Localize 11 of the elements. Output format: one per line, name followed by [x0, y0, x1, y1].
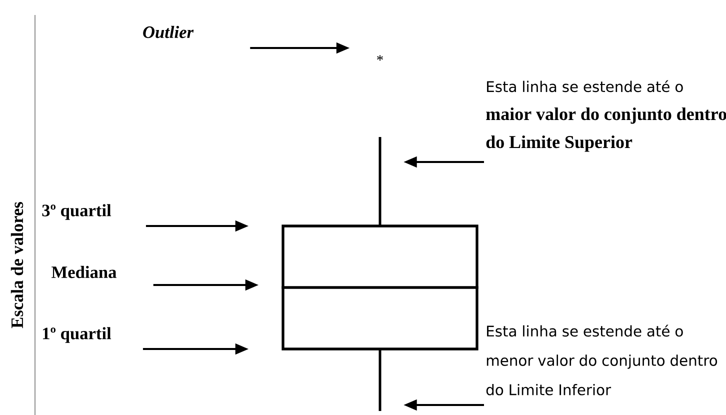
outlier-point: * [377, 55, 383, 61]
quartile-label: 3º quartil [42, 204, 112, 220]
quartile-label: 1º quartil [42, 327, 112, 343]
whisker-line [378, 137, 382, 226]
box-drawing [282, 224, 478, 350]
annotation-text: Esta linha se estende até o menor valor do conjunto dentro do Limite Inferior [486, 324, 718, 396]
whisker-line [378, 349, 382, 411]
axis-label: Escala de valores [10, 202, 24, 328]
annotation-text: Esta linha se estende até o maior valor do conjunto dentro do Limite Superior [486, 80, 726, 152]
median-label: Mediana [52, 266, 116, 278]
outlier-label: Outlier [143, 26, 194, 38]
